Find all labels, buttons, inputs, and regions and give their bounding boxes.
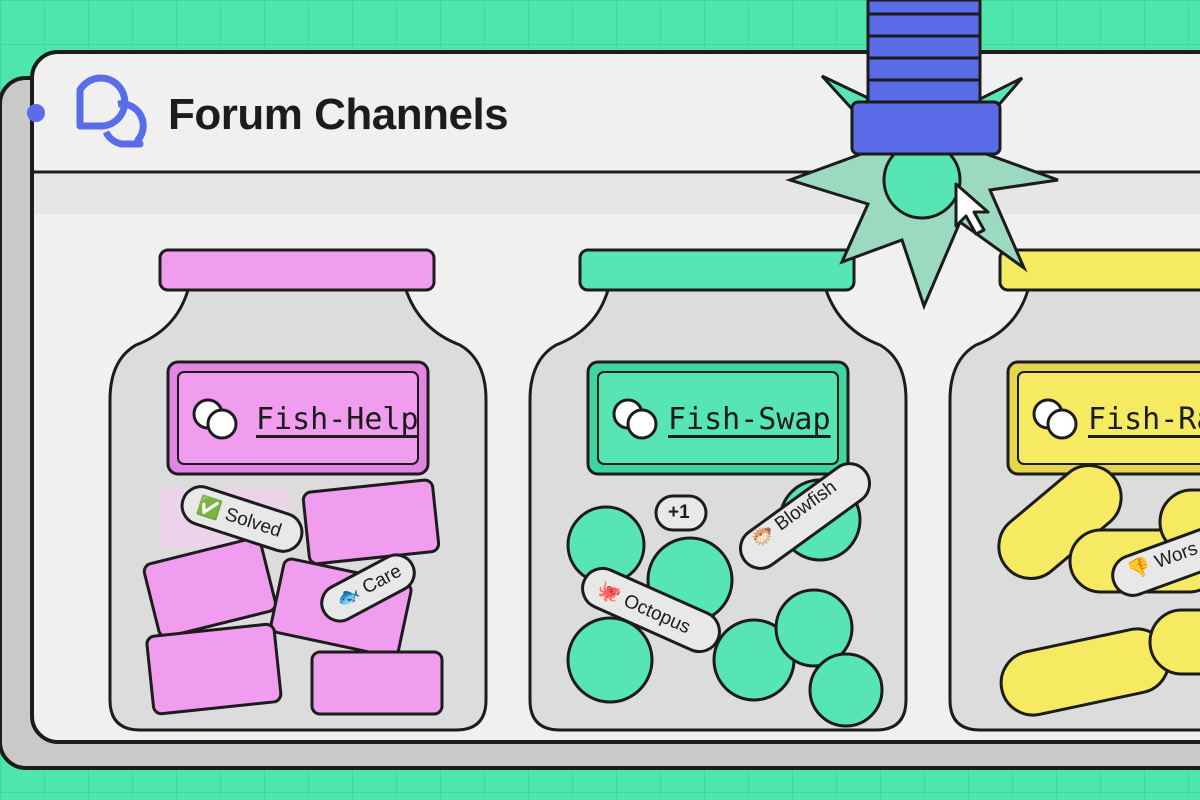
tag-care[interactable]: [315, 549, 420, 628]
cursor-icon: [954, 182, 990, 236]
jar-forum-icon: [612, 398, 658, 440]
page-title: Forum Channels: [168, 90, 509, 139]
tag-blowfish[interactable]: [733, 456, 878, 577]
channel-label-fish-swap[interactable]: Fish-Swap: [668, 402, 831, 437]
jar-forum-icon: [1032, 398, 1078, 440]
jar-fish-random[interactable]: [948, 248, 1200, 732]
plus-one-label: +1: [668, 502, 690, 523]
channel-label-fish-help[interactable]: Fish-Help: [256, 402, 419, 437]
tag-worst[interactable]: [1107, 519, 1200, 601]
jar-forum-icon: [192, 398, 238, 440]
tag-solved[interactable]: [177, 482, 307, 556]
window-dot: [27, 104, 45, 122]
channel-label-fish-random[interactable]: Fish-Ran: [1088, 402, 1200, 437]
tag-octopus[interactable]: [576, 562, 726, 658]
jar-fish-help[interactable]: [108, 248, 488, 732]
jar-fish-swap[interactable]: [528, 248, 908, 732]
forum-icon: [76, 74, 147, 148]
badge-plus-one: [654, 494, 708, 532]
crane-claw: [785, 0, 1059, 311]
